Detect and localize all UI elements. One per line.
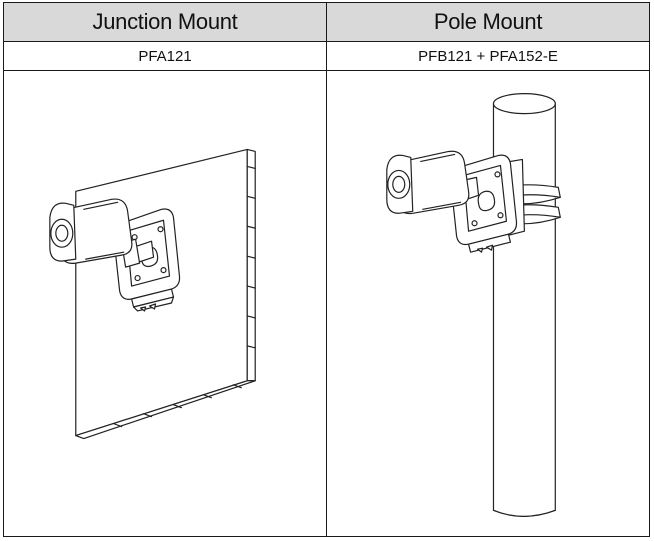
pole-mount-illustration-cell	[326, 70, 650, 537]
mount-comparison-table: Junction Mount Pole Mount PFA121 PFB121 …	[3, 2, 650, 537]
junction-mount-illustration-cell	[3, 70, 327, 537]
header-row: Junction Mount Pole Mount	[3, 2, 650, 42]
pole-mount-model: PFB121 + PFA152-E	[326, 41, 650, 71]
bullet-camera	[49, 198, 133, 264]
pole-mount-heading: Pole Mount	[326, 2, 650, 42]
illustration-row	[3, 70, 650, 537]
pole-mount-camera-illustration	[386, 93, 561, 517]
junction-mount-heading: Junction Mount	[3, 2, 327, 42]
wall-mount-camera-illustration	[49, 148, 256, 440]
bullet-camera	[386, 150, 470, 215]
model-row: PFA121 PFB121 + PFA152-E	[3, 41, 650, 71]
junction-mount-model: PFA121	[3, 41, 327, 71]
